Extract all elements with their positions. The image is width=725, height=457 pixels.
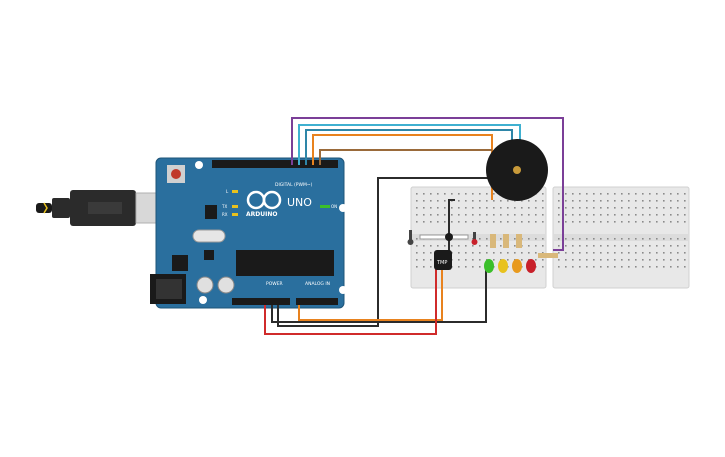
arduino-board[interactable]: ARDUINO UNO DIGITAL (PWM~) POWER ANALOG … <box>150 157 347 309</box>
arduino-logo-icon <box>246 190 282 210</box>
analog-in-label: ANALOG IN <box>305 281 330 287</box>
sensor-label: TMP <box>436 260 447 266</box>
rx-label: RX <box>222 212 228 217</box>
l-led-label: L <box>226 189 229 194</box>
wire-red-5v <box>264 268 437 335</box>
power-header[interactable] <box>232 298 290 305</box>
led-orange <box>512 259 522 273</box>
analog-header[interactable] <box>296 298 338 305</box>
wire-black-leds <box>271 262 487 323</box>
leds[interactable] <box>484 259 536 273</box>
digital-header[interactable] <box>212 160 338 168</box>
wire-orange-sensor <box>298 268 443 321</box>
digital-pins-label: DIGITAL (PWM~) <box>275 182 313 188</box>
piezo-buzzer[interactable] <box>486 139 548 201</box>
power-label: POWER <box>266 281 283 287</box>
led-red <box>526 259 536 273</box>
board-logo-text: ARDUINO <box>246 211 277 218</box>
microcontroller-chip <box>236 250 334 276</box>
thermometer-icon <box>407 230 414 245</box>
wire-purple <box>291 117 564 251</box>
thermometer-hot-icon <box>471 232 478 245</box>
board-model-text: UNO <box>287 196 312 209</box>
temperature-slider[interactable] <box>407 230 478 245</box>
tx-label: TX <box>221 204 227 209</box>
breadboard-right[interactable] <box>552 186 690 289</box>
wire-brown <box>319 149 492 165</box>
resistors[interactable] <box>490 234 558 258</box>
led-yellow <box>498 259 508 273</box>
on-led-label: ON <box>331 204 337 209</box>
temperature-sensor[interactable]: TMP <box>434 250 452 270</box>
usb-cable <box>36 190 159 226</box>
wire-black-sensor <box>448 199 455 268</box>
wire-black-gnd <box>277 177 492 327</box>
led-green <box>484 259 494 273</box>
